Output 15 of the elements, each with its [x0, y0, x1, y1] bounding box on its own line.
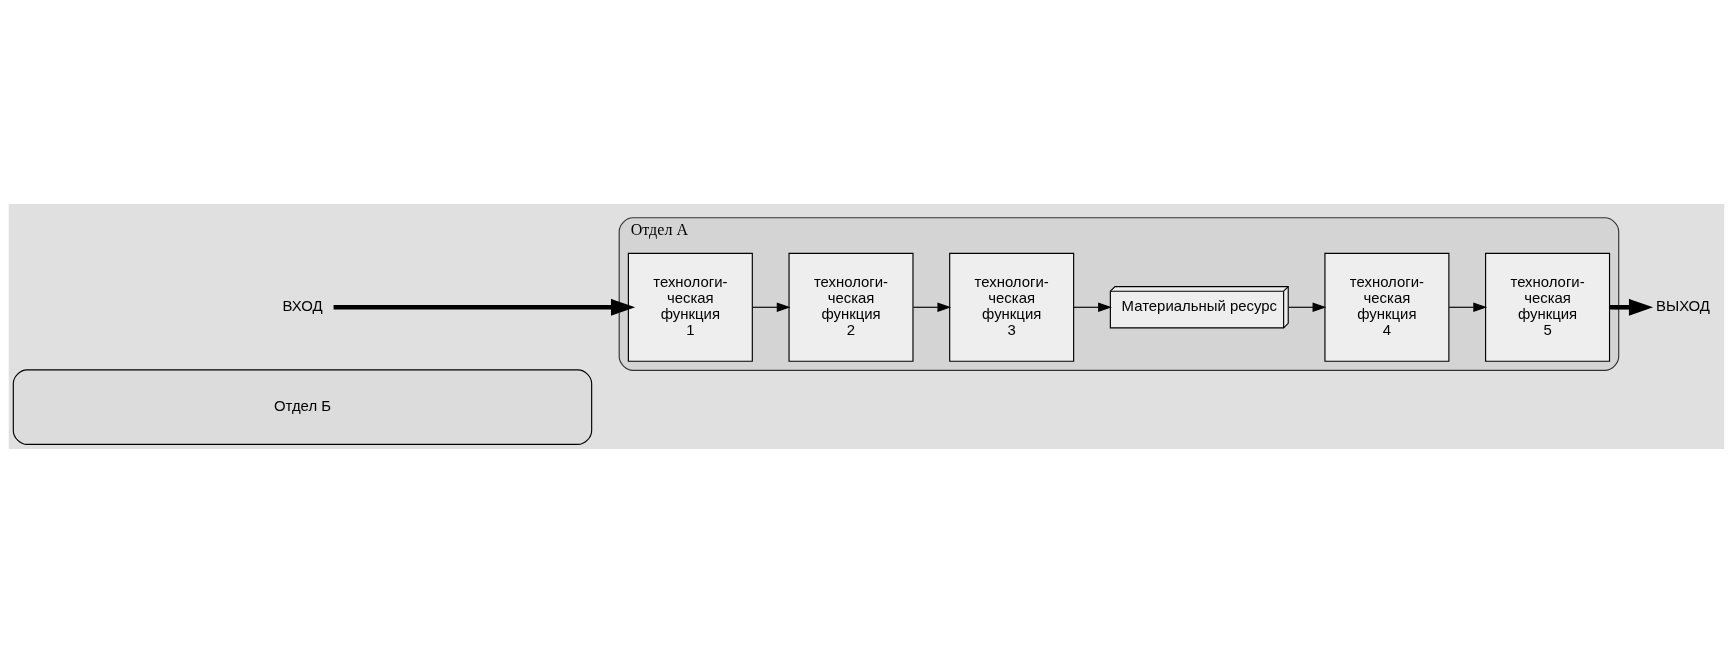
node-box: технологи- ческая функция 4	[1324, 252, 1450, 362]
node-box: технологи- ческая функция 3	[949, 252, 1075, 362]
arrow	[752, 302, 791, 313]
arrow	[1288, 302, 1327, 313]
node-box: технологи- ческая функция 2	[788, 252, 914, 362]
arrow	[333, 298, 636, 316]
node-box: технологи- ческая функция 5	[1485, 252, 1611, 362]
node-box: технологи- ческая функция 1	[627, 252, 753, 362]
arrow	[1073, 302, 1112, 313]
node-text: ВЫХОД	[1656, 298, 1710, 315]
arrow	[1609, 298, 1654, 316]
arrow	[1448, 302, 1488, 313]
arrow	[912, 302, 952, 313]
node-text: ВХОД	[282, 298, 323, 315]
node-box: Отдел Б	[12, 369, 593, 445]
